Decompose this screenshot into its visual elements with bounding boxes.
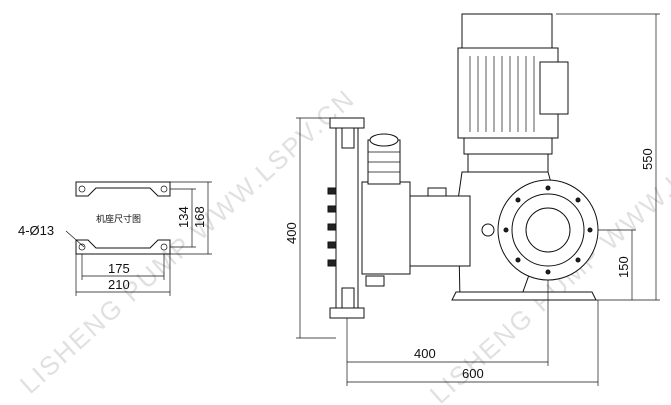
pump-head-column: [335, 127, 359, 309]
hole-leader-line: [65, 230, 85, 248]
dim-head-height: 400: [284, 222, 299, 244]
pump-head-bolts: [327, 187, 337, 267]
pump-base-foot: [451, 291, 597, 301]
bolt-hole-bottom-right: [160, 243, 168, 251]
drain-plug: [365, 275, 385, 287]
dim-offset: 400: [414, 346, 436, 361]
plunger-seal-housing: [361, 181, 411, 275]
motor-cooling-fins: [469, 56, 535, 132]
dim-width: 210: [108, 277, 130, 292]
hole-label: 4-Ø13: [18, 223, 54, 238]
relief-valve-cap: [369, 133, 399, 147]
watermark-left: LISHENG PUMP WWW.LSPV.CN: [14, 83, 361, 399]
base-plate-title: 机座尺寸图: [96, 213, 141, 225]
cover-bolts: [503, 185, 593, 275]
bolt-hole-top-right: [160, 185, 168, 193]
dim-total-length: 600: [462, 366, 484, 381]
oil-filler-cap: [427, 187, 447, 197]
pump-assembly-drawing: 550 150 400 400 600: [284, 13, 660, 386]
gearbox-hub: [525, 207, 571, 253]
motor-terminal-box: [539, 61, 569, 115]
oil-sight-glass: [481, 223, 495, 237]
base-plate-top-bracket: [75, 181, 171, 197]
watermark-text-left: LISHENG PUMP WWW.LSPV.CN: [14, 83, 361, 399]
bolt-hole-top-left: [78, 185, 86, 193]
outlet-flange: [329, 117, 365, 129]
bolt-hole-bottom-left: [78, 243, 86, 251]
base-plate-drawing: 机座尺寸图 4-Ø13 134 168 175 210: [18, 181, 212, 296]
dim-hole-spacing: 175: [108, 261, 130, 276]
inlet-valve: [341, 287, 355, 309]
dim-inner-height: 134: [176, 206, 191, 228]
motor-adapter: [467, 153, 549, 173]
dim-outer-height: 168: [192, 206, 207, 228]
shaft-housing: [407, 195, 471, 267]
outlet-valve: [341, 127, 355, 149]
dim-shaft-height: 150: [616, 256, 631, 278]
motor-flange: [463, 137, 553, 155]
inlet-flange: [329, 307, 365, 319]
motor-fan-cover: [461, 13, 553, 49]
dim-total-height: 550: [640, 148, 655, 170]
base-plate-bottom-bracket: [75, 239, 171, 255]
